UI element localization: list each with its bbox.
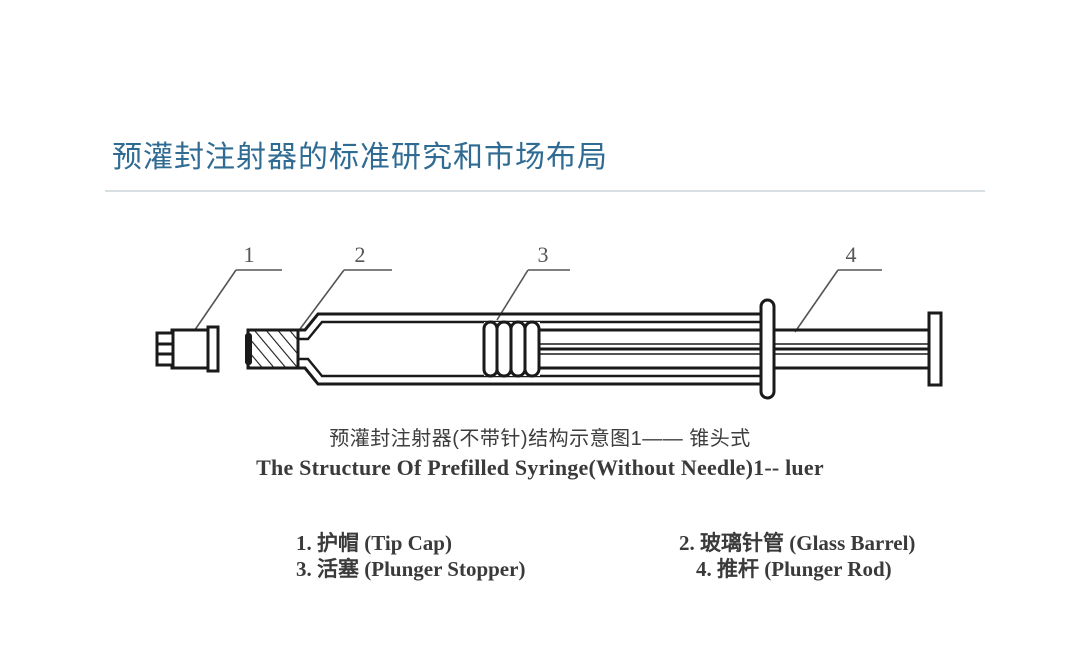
barrel-finger-flange bbox=[759, 298, 776, 400]
stopper-rib-1 bbox=[482, 320, 499, 378]
legend-row: 3. 活塞 (Plunger Stopper) 4. 推杆 (Plunger R… bbox=[296, 556, 936, 582]
page-title: 预灌封注射器的标准研究和市场布局 bbox=[112, 141, 608, 174]
glass-barrel-inner-wall bbox=[299, 320, 762, 378]
figure-caption-chinese: 预灌封注射器(不带针)结构示意图1—— 锥头式 bbox=[329, 428, 751, 450]
plunger-rod-inner-lines bbox=[539, 343, 932, 355]
parts-legend: 1. 护帽 (Tip Cap) 2. 玻璃针管 (Glass Barrel) 3… bbox=[296, 530, 936, 582]
stopper-rib-3 bbox=[509, 320, 527, 378]
tip-cap-assembly bbox=[155, 325, 220, 373]
barrel-outer-top bbox=[296, 312, 762, 332]
plunger-rod-assembly bbox=[539, 298, 943, 400]
barrel-inner-bottom bbox=[299, 357, 762, 378]
barrel-inner-top bbox=[299, 320, 762, 341]
callout-numbers: 1 2 3 4 bbox=[244, 242, 857, 267]
leader-line-4 bbox=[794, 269, 839, 333]
luer-tip bbox=[245, 328, 300, 370]
callout-number-1: 1 bbox=[244, 242, 255, 267]
leader-line-3 bbox=[496, 269, 529, 321]
callout-number-2: 2 bbox=[355, 242, 366, 267]
title-divider bbox=[105, 190, 985, 192]
tip-cap-flange bbox=[206, 325, 220, 373]
tip-cap-body bbox=[170, 328, 210, 370]
luer-tip-nub bbox=[245, 333, 252, 365]
figure-caption-english: The Structure Of Prefilled Syringe(Witho… bbox=[256, 455, 824, 480]
glass-barrel-outer-wall bbox=[296, 312, 762, 386]
legend-item-glass-barrel: 2. 玻璃针管 (Glass Barrel) bbox=[679, 531, 916, 555]
legend-item-tip-cap: 1. 护帽 (Tip Cap) bbox=[296, 531, 452, 555]
tip-cap-nose bbox=[155, 331, 175, 367]
legend-row: 1. 护帽 (Tip Cap) 2. 玻璃针管 (Glass Barrel) bbox=[296, 530, 936, 556]
plunger-stopper bbox=[482, 320, 541, 378]
leader-line-2 bbox=[299, 269, 345, 330]
legend-item-plunger-rod: 4. 推杆 (Plunger Rod) bbox=[696, 557, 892, 581]
stopper-rib-4 bbox=[523, 320, 541, 378]
barrel-outer-bottom bbox=[296, 366, 762, 386]
legend-item-plunger-stopper: 3. 活塞 (Plunger Stopper) bbox=[296, 557, 526, 581]
callout-number-3: 3 bbox=[538, 242, 549, 267]
callout-leader-lines bbox=[187, 269, 882, 341]
callout-number-4: 4 bbox=[846, 242, 857, 267]
figure-caption: 预灌封注射器(不带针)结构示意图1—— 锥头式 The Structure Of… bbox=[0, 425, 1080, 483]
plunger-thumb-rest bbox=[927, 311, 943, 387]
plunger-rod-rails bbox=[539, 328, 932, 370]
stopper-rib-2 bbox=[495, 320, 513, 378]
luer-tip-hatching bbox=[248, 330, 298, 368]
leader-line-1 bbox=[187, 269, 237, 341]
